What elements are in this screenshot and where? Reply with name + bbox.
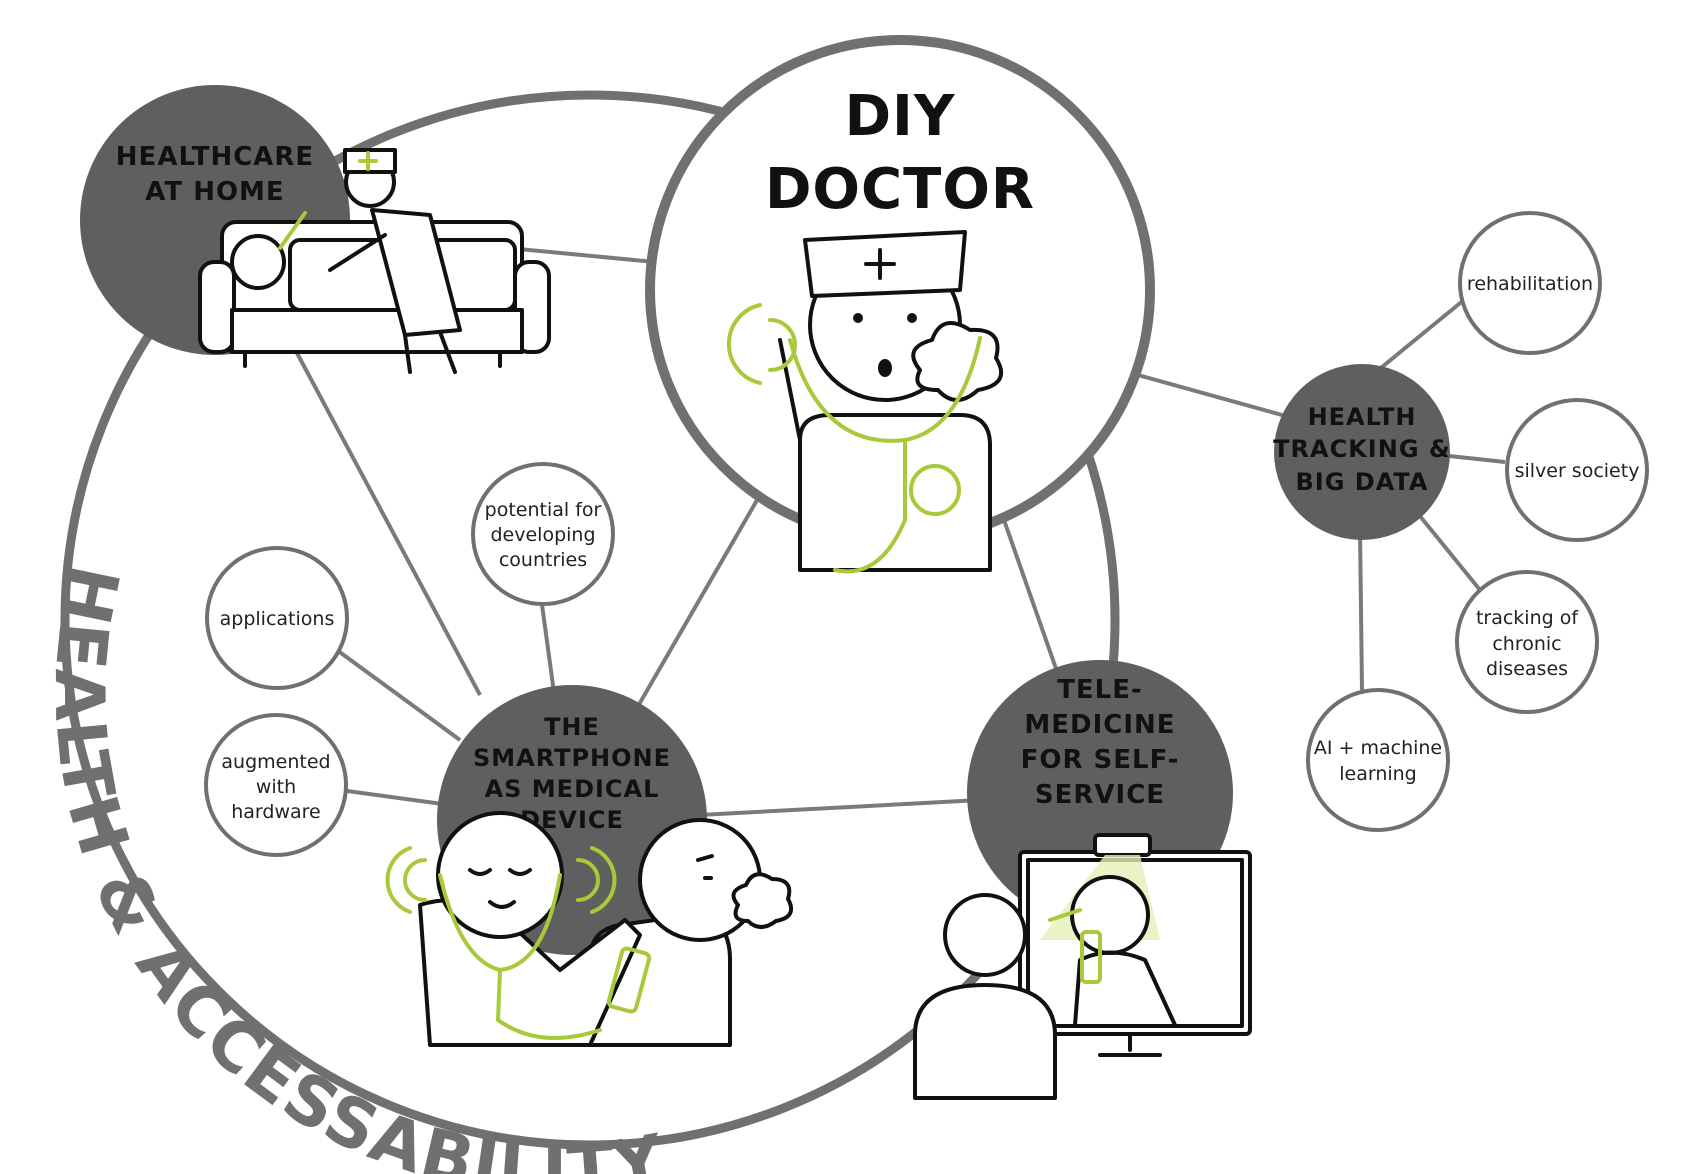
doctor-with-stethoscope-icon [726, 230, 1003, 574]
chronic-line1: tracking of [1476, 607, 1579, 629]
smartphone-line2: SMARTPHONE [473, 744, 671, 772]
satellite-silver-society: silver society [1505, 398, 1649, 542]
satellite-developing-countries: potential for developing countries [471, 462, 615, 606]
video-call-doctor-icon [913, 833, 1252, 1100]
healthcare-home-line2: AT HOME [145, 177, 284, 207]
connector-lines [214, 218, 1506, 817]
telemedicine-line1: TELE- [1057, 675, 1143, 705]
augmented-line2: with [256, 776, 296, 798]
applications-label: applications [220, 608, 335, 630]
telemedicine-line3: FOR SELF- [1021, 745, 1180, 775]
smartphone-line1: THE [544, 713, 600, 741]
smartphone-line3: AS MEDICAL [485, 775, 660, 803]
healthcare-home-line1: HEALTHCARE [116, 142, 314, 172]
chronic-line2: chronic [1492, 633, 1561, 655]
augmented-line1: augmented [221, 751, 330, 773]
rehabilitation-label: rehabilitation [1467, 273, 1593, 295]
telemedicine-line2: MEDICINE [1024, 710, 1175, 740]
diy-doctor-line2: DOCTOR [765, 157, 1035, 222]
satellite-chronic-diseases: tracking of chronic diseases [1455, 570, 1599, 714]
health-tracking-node: HEALTH TRACKING & BIG DATA [1273, 364, 1451, 540]
augmented-line3: hardware [231, 801, 321, 823]
silver-society-label: silver society [1515, 460, 1640, 482]
health-tracking-line3: BIG DATA [1296, 468, 1429, 496]
developing-line2: developing [490, 524, 595, 546]
satellite-rehabilitation: rehabilitation [1458, 211, 1602, 355]
health-tracking-line1: HEALTH [1308, 403, 1417, 431]
satellite-ai-machine-learning: AI + machine learning [1306, 688, 1450, 832]
satellite-applications: applications [205, 546, 349, 690]
developing-line3: countries [499, 549, 587, 571]
telemedicine-line4: SERVICE [1035, 780, 1165, 810]
ai-ml-line2: learning [1339, 763, 1417, 785]
smartphone-stethoscope-icon [385, 811, 793, 1047]
developing-line1: potential for [485, 499, 602, 521]
outer-ring [60, 90, 1120, 1150]
chronic-line3: diseases [1486, 658, 1568, 680]
satellite-augmented-hardware: augmented with hardware [204, 713, 348, 857]
diy-doctor-line1: DIY [845, 84, 956, 149]
health-tracking-line2: TRACKING & [1273, 435, 1451, 463]
nurse-with-patient-icon [198, 148, 551, 374]
ai-ml-line1: AI + machine [1314, 737, 1442, 759]
